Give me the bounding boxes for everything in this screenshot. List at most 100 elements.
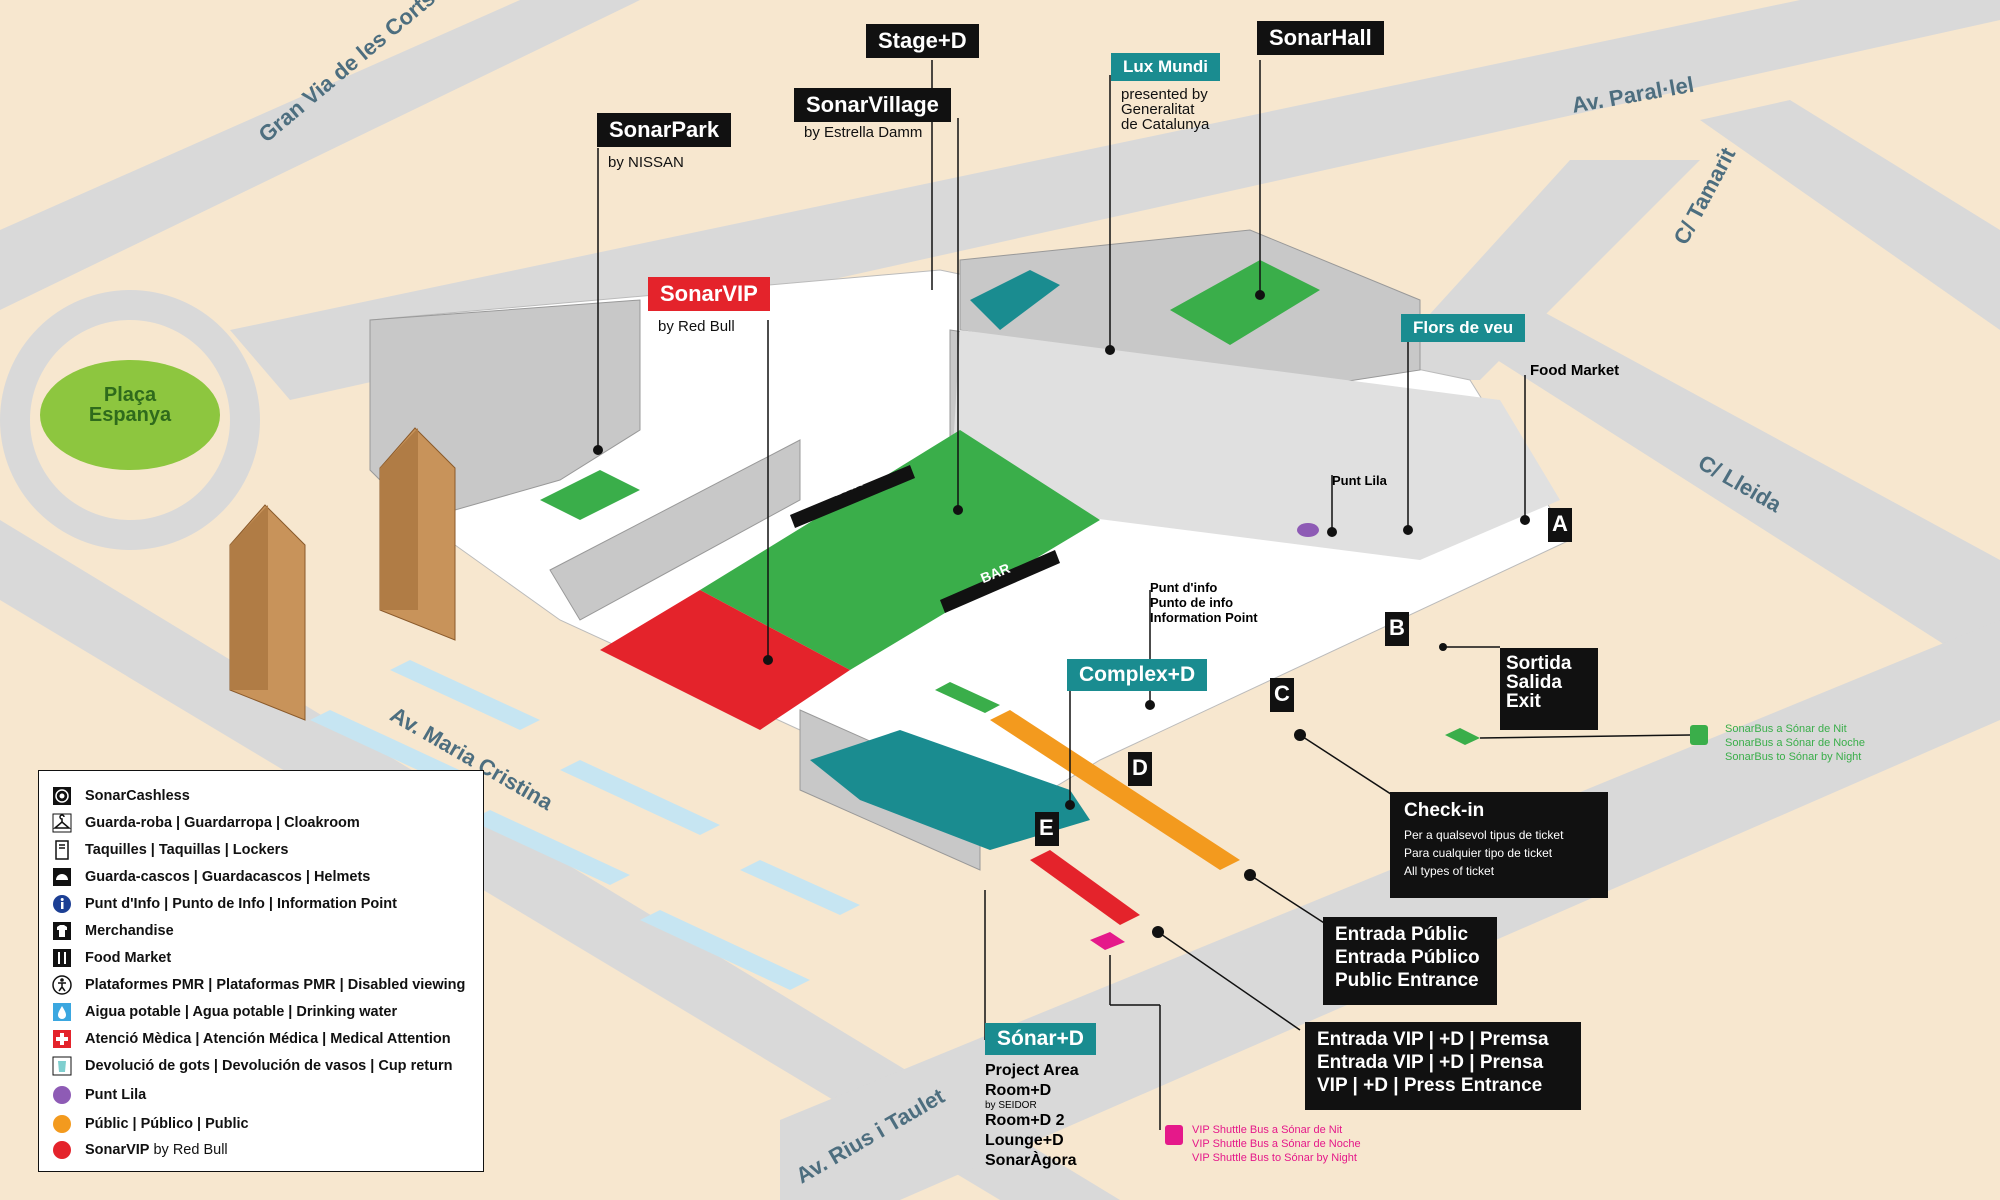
sonarbus-info: SonarBus a Sónar de Nit SonarBus a Sónar… [1725,722,1865,764]
sonarbus-line: SonarBus a Sónar de Nit [1725,723,1847,735]
vip-entrance-line: Entrada VIP | +D | Prensa [1317,1052,1544,1073]
checkin-box: Check-in Per a qualsevol tipus de ticket… [1390,792,1608,898]
vip-shuttle-line: VIP Shuttle Bus a Sónar de Nit [1192,1124,1343,1136]
legend-label: Atenció Mèdica | Atención Médica | Medic… [85,1031,451,1047]
vip-dot [51,1139,73,1161]
public-entrance-box: Entrada Públic Entrada Público Public En… [1323,917,1497,1005]
cloakroom-icon [51,812,73,834]
vip-shuttle-icon [1165,1125,1183,1145]
checkin-line: Para cualquier tipo de ticket [1404,846,1553,860]
lux-mundi-sub3: de Catalunya [1121,116,1210,133]
sonarbus-icon [1690,725,1708,745]
sonar-d-items: Project Area Room+D by SEIDOR Room+D 2 L… [985,1061,1079,1171]
sonar-d-item: Lounge+D [985,1132,1064,1149]
vip-path [1030,850,1140,925]
sonarvip-sub: by Red Bull [658,318,735,335]
legend-label: Públic | Público | Public [85,1116,249,1132]
exit-line: Sortida [1506,653,1572,674]
legend-label: Guarda-cascos | Guardacascos | Helmets [85,869,371,885]
merchandise-icon [51,920,73,942]
legend-label: Guarda-roba | Guardarropa | Cloakroom [85,815,360,831]
sonar-d-area [810,730,1090,850]
vip-shuttle-line: VIP Shuttle Bus a Sónar de Noche [1192,1138,1361,1150]
sonarpark-field [540,470,640,520]
accessibility-icon [51,974,73,996]
punt-lila-dot [51,1084,73,1106]
sonarpark-sub: by NISSAN [608,154,684,171]
gate-c: C [1274,681,1290,706]
medical-icon [51,1028,73,1050]
public-entrance-line: Entrada Públic [1335,924,1469,945]
gate-d: D [1132,755,1148,780]
legend-row: Guarda-cascos | Guardacascos | Helmets [51,865,370,889]
sonarbus-line: SonarBus to Sónar by Night [1725,751,1862,763]
vip-entrance-line: VIP | +D | Press Entrance [1317,1075,1543,1096]
info-icon [51,893,73,915]
cashless-icon [51,785,73,807]
legend-row: SonarVIP by Red Bull [51,1138,228,1162]
vip-shuttle-info: VIP Shuttle Bus a Sónar de Nit VIP Shutt… [1192,1123,1361,1165]
sonarvillage-field [700,430,1100,670]
legend-row: Devolució de gots | Devolución de vasos … [51,1054,452,1078]
vip-shuttle-line: VIP Shuttle Bus to Sónar by Night [1192,1152,1357,1164]
legend-label-bold: SonarVIP [85,1142,150,1158]
info-point-label-3: Information Point [1150,610,1258,625]
public-dot [51,1113,73,1135]
vip-entrance-line: Entrada VIP | +D | Premsa [1317,1029,1549,1050]
legend-label: Taquilles | Taquillas | Lockers [85,842,289,858]
legend-row: Plataformes PMR | Plataformas PMR | Disa… [51,973,465,997]
locker-icon [51,839,73,861]
lux-mundi-label: Lux Mundi [1111,53,1220,81]
legend-row: Taquilles | Taquillas | Lockers [51,838,288,862]
helmet-icon [51,866,73,888]
placa-espanya-label: Plaça Espanya [88,384,172,426]
legend-row: Punt Lila [51,1083,146,1107]
sonar-d-item: SonarÀgora [985,1152,1077,1169]
checkin-line: Per a qualsevol tipus de ticket [1404,828,1564,842]
sonarvip-area [600,590,850,730]
checkin-title: Check-in [1404,800,1485,821]
sonarhall-field [1170,260,1320,345]
lux-mundi-sub2: Generalitat [1121,101,1195,118]
map-legend: SonarCashless Guarda-roba | Guardarropa … [38,770,484,1172]
exit-box: Sortida Salida Exit [1500,648,1598,730]
sonarvip-label: SonarVIP [648,277,770,311]
legend-row: Atenció Mèdica | Atención Médica | Medic… [51,1027,451,1051]
legend-row: Guarda-roba | Guardarropa | Cloakroom [51,811,360,835]
sonarbus-line: SonarBus a Sónar de Noche [1725,737,1866,749]
food-market-label: Food Market [1530,362,1620,379]
sonar-d-item: Room+D 2 [985,1112,1065,1129]
legend-row: Punt d'Info | Punto de Info | Informatio… [51,892,397,916]
gate-b: B [1389,615,1405,640]
legend-label: Plataformes PMR | Plataformas PMR | Disa… [85,977,466,993]
public-entrance-line: Entrada Público [1335,947,1480,968]
legend-label-light: by Red Bull [149,1142,228,1158]
sonarvillage-label: SonarVillage [794,88,951,122]
placa-espanya-marker [40,360,220,470]
exit-line: Salida [1506,672,1562,693]
sonar-d-item: Project Area [985,1062,1079,1079]
stage-d-area [970,270,1060,330]
sonarhall-label: SonarHall [1257,21,1384,55]
legend-row: Aigua potable | Agua potable | Drinking … [51,1000,397,1024]
gate-a: A [1552,511,1568,536]
food-icon [51,947,73,969]
stage-d-label: Stage+D [866,24,979,58]
sonarvillage-sub: by Estrella Damm [804,124,923,141]
cup-return-icon [51,1055,73,1077]
legend-label: SonarCashless [85,788,190,804]
vip-entrance-box: Entrada VIP | +D | Premsa Entrada VIP | … [1305,1022,1581,1110]
legend-row: Food Market [51,946,171,970]
sonarpark-label: SonarPark [597,113,732,147]
legend-label: SonarVIP by Red Bull [85,1142,228,1158]
legend-row: Merchandise [51,919,174,943]
legend-row: Públic | Público | Public [51,1112,249,1136]
flors-de-veu-label: Flors de veu [1401,314,1526,342]
sonar-d-label: Sónar+D [985,1023,1096,1055]
public-entrance-line: Public Entrance [1335,970,1479,991]
complex-d-label: Complex+D [1067,659,1208,691]
sonar-d-item: Room+D [985,1082,1052,1099]
exit-line: Exit [1506,691,1541,712]
